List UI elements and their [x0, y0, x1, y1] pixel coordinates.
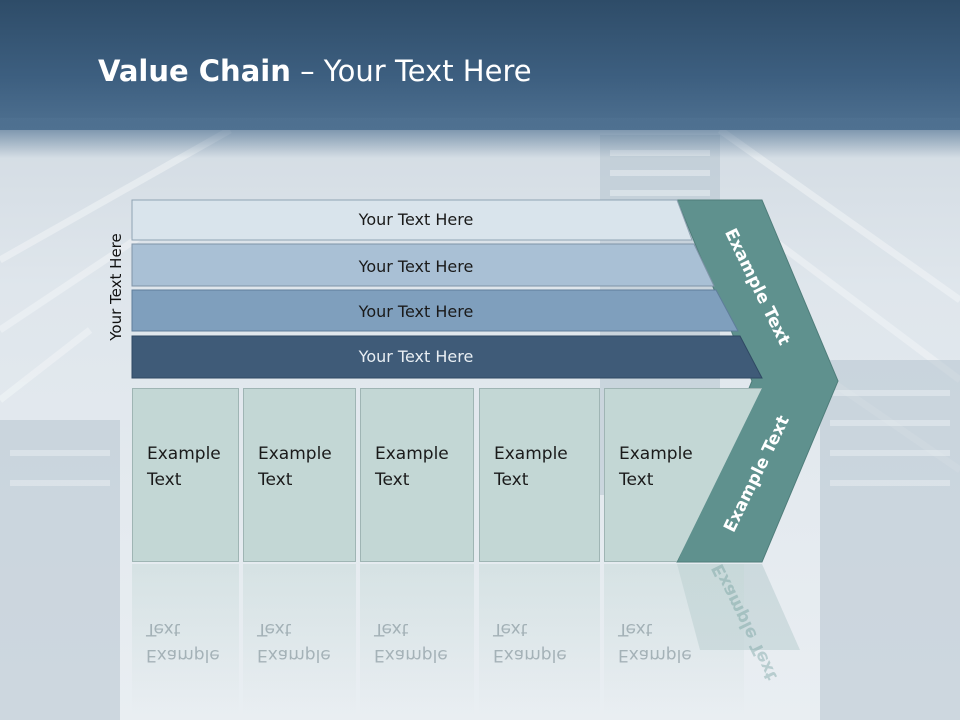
bar-3 — [131, 289, 739, 332]
slide-title: Value Chain – Your Text Here — [98, 54, 532, 88]
bar-1-label: Your Text Here — [358, 210, 474, 229]
header-fade — [0, 118, 960, 158]
bar-3-label: Your Text Here — [358, 302, 474, 321]
title-bold: Value Chain — [98, 54, 291, 88]
bar-2-label: Your Text Here — [358, 257, 474, 276]
bar-1 — [131, 199, 693, 241]
bar-4 — [131, 335, 763, 379]
title-rest: – Your Text Here — [290, 54, 532, 88]
bar-2 — [131, 243, 715, 287]
header-band — [0, 0, 960, 130]
chevron-reflection — [677, 564, 800, 650]
bar-4-label: Your Text Here — [358, 347, 474, 366]
